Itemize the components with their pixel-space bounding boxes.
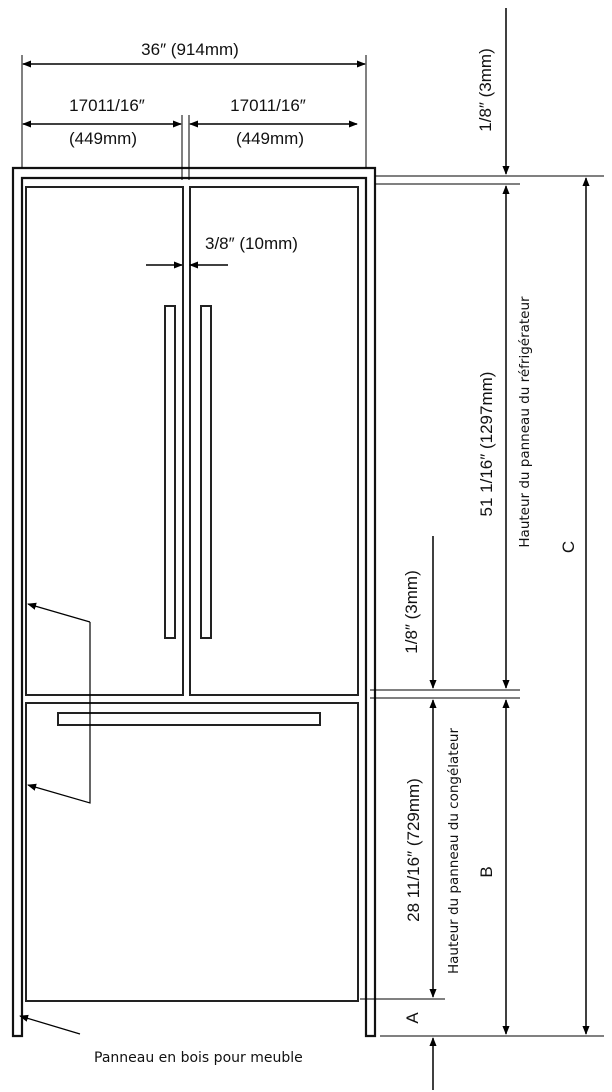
- fridge-height-label: 51 1/16″ (1297mm): [477, 372, 496, 517]
- right-door-width-mm: (449mm): [236, 129, 304, 148]
- total-width-label: 36″ (914mm): [141, 40, 239, 59]
- left-door-handle: [164, 305, 176, 639]
- door-gap-label: 3/8″ (10mm): [205, 234, 298, 253]
- middle-gap-label: 1/8″ (3mm): [402, 570, 421, 653]
- leader-line-upper: [27, 602, 91, 623]
- left-fridge-door: [25, 186, 184, 696]
- top-gap-label: 1/8″ (3mm): [476, 48, 495, 131]
- freezer-drawer: [25, 702, 359, 1002]
- right-door-handle: [200, 305, 212, 639]
- freezer-height-label: 28 11/16″ (729mm): [404, 778, 423, 922]
- freezer-panel-label: Hauteur du panneau du congélateur: [446, 728, 462, 974]
- leader-line: [27, 622, 91, 804]
- cabinet-outline: [11, 166, 377, 1038]
- c-label: C: [559, 541, 578, 553]
- right-fridge-door: [189, 186, 359, 696]
- a-label: A: [403, 1012, 422, 1024]
- freezer-handle: [57, 712, 321, 726]
- cabinet-panel-leader: [19, 1014, 81, 1035]
- cabinet-panel-label: Panneau en bois pour meuble: [94, 1050, 303, 1066]
- b-label: B: [477, 866, 496, 877]
- left-door-width-mm: (449mm): [69, 129, 137, 148]
- right-door-width-inches: 17011/16″: [230, 96, 306, 115]
- left-door-width-inches: 17011/16″: [69, 96, 145, 115]
- fridge-panel-label: Hauteur du panneau du réfrigérateur: [517, 296, 533, 548]
